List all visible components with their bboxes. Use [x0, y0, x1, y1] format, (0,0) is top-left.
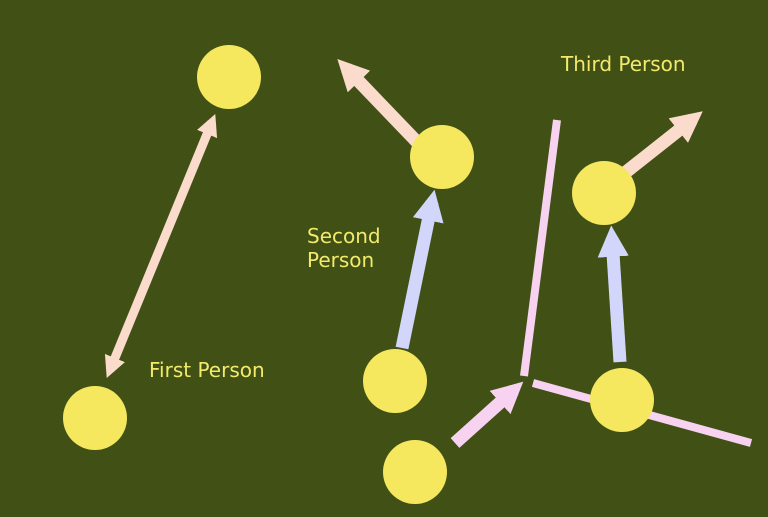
first-person-circle-bottom — [63, 386, 127, 450]
third-person-group — [383, 111, 753, 504]
third-person-circle-top — [572, 161, 636, 225]
second-person-diagonal-arrow — [337, 58, 423, 148]
first-person-circle-top — [197, 45, 261, 109]
first-person-group — [63, 45, 261, 450]
third-person-circle-bottom — [383, 440, 447, 504]
second-person-group — [337, 58, 474, 413]
third-person-label: Third Person — [561, 52, 686, 76]
first-person-double-arrow — [104, 114, 218, 378]
third-person-diagonal-arrow — [621, 111, 703, 178]
second-person-circle-bottom — [363, 349, 427, 413]
third-person-vertical-line — [520, 119, 561, 377]
third-person-circle-right — [590, 368, 654, 432]
third-person-up-arrow — [597, 225, 629, 363]
second-person-label-line1: Second — [307, 224, 381, 248]
second-person-label-line2: Person — [307, 248, 375, 272]
second-person-up-arrow — [395, 189, 444, 350]
second-person-circle-top — [410, 125, 474, 189]
third-person-pink-arrow — [450, 381, 524, 448]
first-person-label: First Person — [149, 358, 265, 382]
second-person-label: Second Person — [307, 224, 381, 272]
